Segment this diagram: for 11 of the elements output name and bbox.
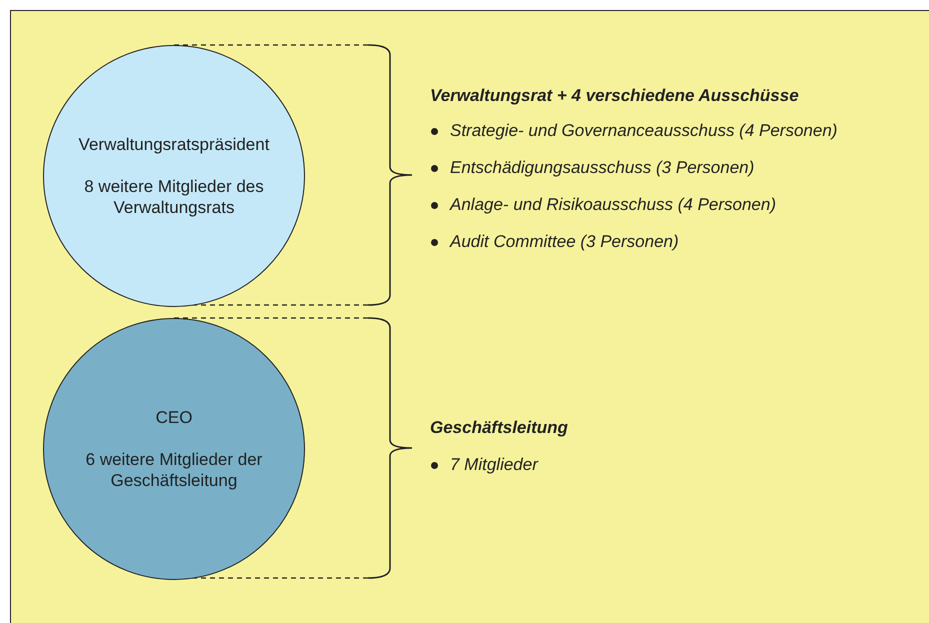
node-text: 8 weitere Mitglieder des Verwaltungsrats [83,176,265,218]
node-title: CEO [156,407,192,428]
node-title: Verwaltungsratspräsident [78,134,270,155]
section-heading: Geschäftsleitung [430,418,568,438]
list-item: Audit Committee (3 Personen) [450,232,679,252]
list-item: 7 Mitglieder [450,455,538,475]
section-heading: Verwaltungsrat + 4 verschiedene Ausschüsse [430,86,799,106]
list-item: Strategie- und Governanceausschuss (4 Personen) [450,121,838,141]
list-item: Entschädigungsausschuss (3 Personen) [450,158,754,178]
list-item: Anlage- und Risikoausschuss (4 Personen) [450,195,776,215]
node-text: 6 weitere Mitglieder der Geschäftsleitung [84,449,264,491]
